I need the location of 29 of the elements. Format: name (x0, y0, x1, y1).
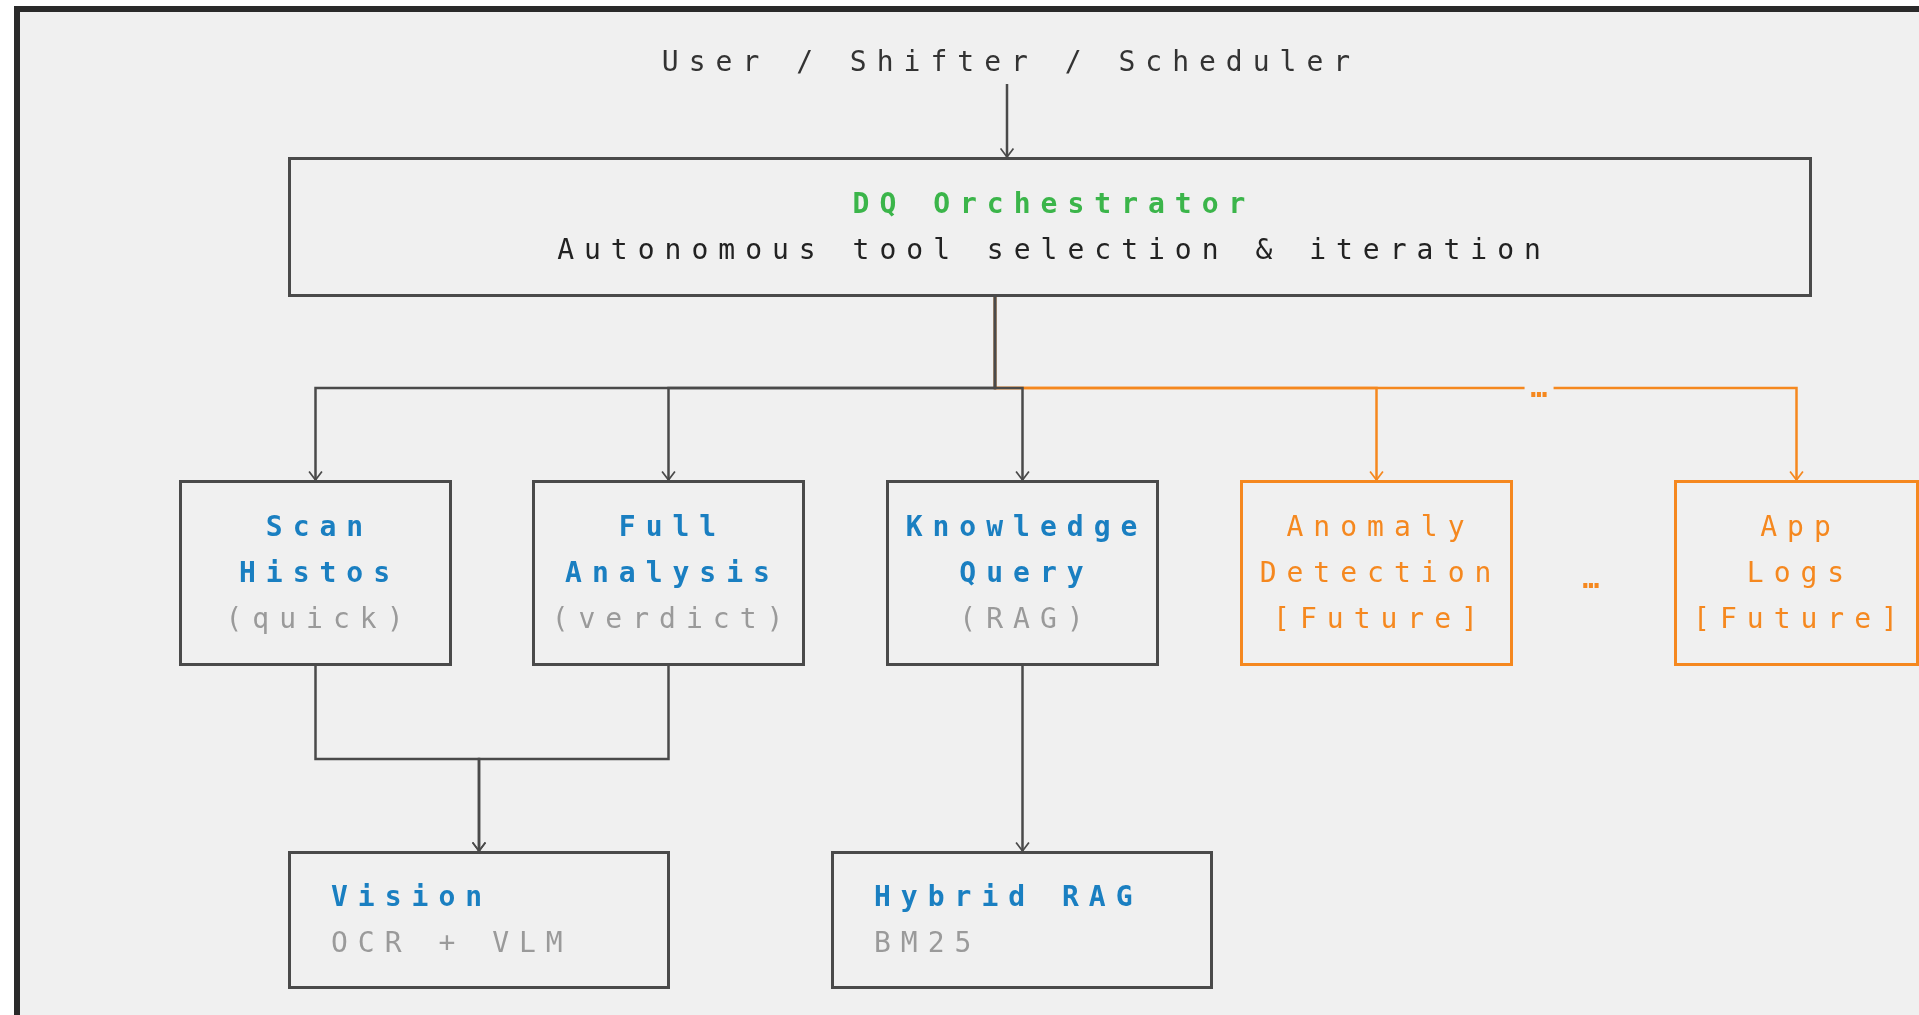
arrow (993, 297, 1030, 481)
box-subtitle: [Future] (1272, 601, 1488, 637)
tool-box (1674, 480, 1919, 666)
box-title: Anomaly Detection (1258, 509, 1503, 591)
box-title: Hybrid RAG (874, 879, 1143, 915)
box-subtitle: [Future] (1692, 601, 1908, 637)
tool-box (532, 480, 805, 666)
arrow (471, 666, 670, 852)
box-subtitle: OCR + VLM (331, 925, 573, 961)
tool-box (886, 480, 1159, 666)
box-subtitle: (quick) (224, 601, 414, 637)
box-title: Scan Histos (237, 509, 402, 591)
orchestrator-box (288, 157, 1812, 297)
tool-box (179, 480, 452, 666)
tool-box (831, 851, 1213, 989)
box-title: Full Analysis (564, 509, 781, 591)
box-subtitle: (verdict) (550, 601, 794, 637)
box-title: DQ Orchestrator (851, 186, 1256, 222)
tool-box (288, 851, 670, 989)
arrow (1015, 666, 1030, 852)
box-title: App Logs (1745, 509, 1856, 591)
arrow (999, 84, 1015, 158)
box-title: Knowledge Query (904, 509, 1149, 591)
box-subtitle: (RAG) (958, 601, 1094, 637)
tool-box (1240, 480, 1513, 666)
source-text: User / Shifter / Scheduler (660, 44, 1361, 80)
box-title: Vision (331, 879, 493, 915)
box-subtitle: Autonomous tool selection & iteration (556, 232, 1551, 268)
box-subtitle: BM25 (874, 925, 982, 961)
